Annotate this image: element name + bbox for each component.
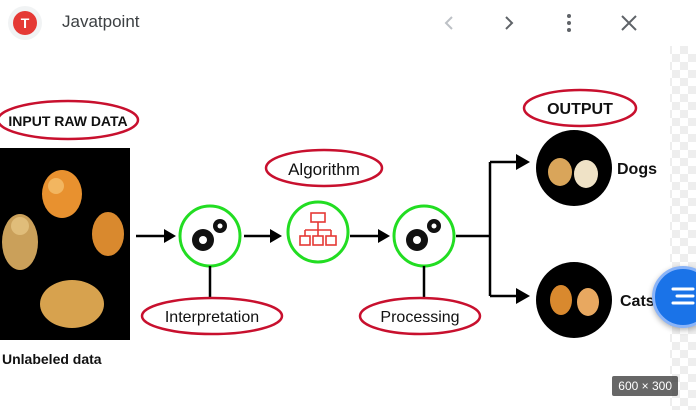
cats-output-node	[536, 262, 612, 338]
arrow-icon	[270, 229, 282, 243]
input-label: INPUT RAW DATA	[8, 113, 127, 129]
more-vert-icon	[567, 14, 571, 32]
close-button[interactable]	[614, 8, 644, 38]
unlabeled-caption: Unlabeled data	[2, 351, 102, 367]
processing-ellipse	[358, 296, 482, 336]
flowchart-icon	[299, 212, 337, 246]
lens-menu-icon	[671, 287, 695, 305]
chevron-right-icon	[505, 16, 514, 30]
dog-photo-icon	[548, 158, 598, 188]
next-button[interactable]	[494, 8, 524, 38]
close-icon	[621, 15, 637, 31]
google-lens-button[interactable]	[652, 266, 696, 328]
image-viewer-header: T Javatpoint	[0, 0, 696, 46]
arrow-icon	[516, 154, 530, 170]
svg-text:T: T	[21, 15, 30, 31]
gears-icon	[192, 219, 227, 251]
cats-label: Cats	[620, 293, 655, 310]
algorithm-label: Algorithm	[288, 160, 360, 179]
arrow-icon	[164, 229, 176, 243]
arrow-icon	[378, 229, 390, 243]
more-options-button[interactable]	[554, 8, 584, 38]
arrow-icon	[516, 288, 530, 304]
image-dimensions-badge: 600 × 300	[612, 376, 678, 396]
animal-photo-icons	[2, 170, 124, 328]
interpretation-label: Interpretation	[165, 309, 259, 326]
image-preview[interactable]: INPUT RAW DATA Unlabeled data Algorithm	[0, 46, 696, 410]
site-favicon[interactable]: T	[8, 6, 42, 40]
cat-photo-icon	[550, 285, 599, 316]
dogs-label: Dogs	[617, 161, 657, 178]
ml-diagram-image: INPUT RAW DATA Unlabeled data Algorithm	[0, 46, 670, 410]
input-ellipse	[0, 99, 140, 141]
previous-button[interactable]	[434, 8, 464, 38]
output-label: OUTPUT	[547, 101, 613, 118]
site-name[interactable]: Javatpoint	[62, 12, 140, 31]
chevron-left-icon	[444, 16, 453, 30]
output-ellipse	[522, 88, 638, 128]
dogs-output-node	[536, 130, 612, 206]
interpretation-ellipse	[140, 296, 284, 336]
javatpoint-logo-icon: T	[13, 11, 37, 35]
gears-icon	[406, 219, 441, 251]
processing-label: Processing	[380, 309, 459, 326]
algorithm-ellipse	[264, 148, 384, 188]
